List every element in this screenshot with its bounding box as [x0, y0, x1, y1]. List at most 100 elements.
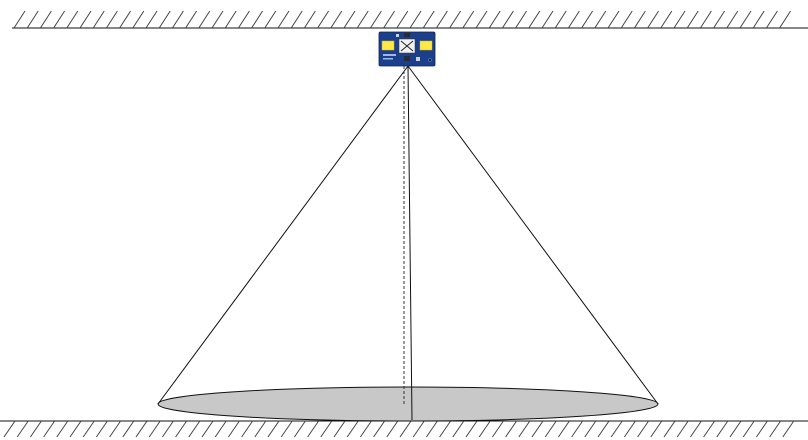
ceiling-hatch-mark [132, 10, 145, 29]
floor-hatch-mark [597, 420, 610, 438]
floor-hatch-mark [729, 420, 742, 438]
ceiling-hatch-mark [237, 10, 250, 29]
ceiling-hatch-mark [462, 10, 475, 29]
ceiling-hatch-mark [660, 10, 673, 29]
ceiling-hatch-mark [554, 10, 567, 29]
floor-hatch-mark [293, 420, 306, 438]
cone-left-edge [157, 65, 409, 405]
board-component-small-right [416, 57, 420, 61]
ceiling-hatch-mark [581, 10, 594, 29]
floor-hatch-mark [676, 420, 689, 438]
floor-hatch-mark [267, 420, 280, 438]
ceiling-hatch-mark [264, 10, 277, 29]
floor-hatch-mark [478, 420, 491, 438]
ceiling-hatch-mark [515, 10, 528, 29]
ceiling-hatch-mark [409, 10, 422, 29]
floor-hatch-mark [703, 420, 716, 438]
ceiling-hatch-mark [673, 10, 686, 29]
ceiling-hatch-mark [686, 10, 699, 29]
ceiling-hatch-mark [752, 10, 765, 29]
floor-hatch-mark [109, 420, 122, 438]
floor-hatch-mark [333, 420, 346, 438]
ceiling-hatch-mark [713, 10, 726, 29]
floor-hatch-mark [650, 420, 663, 438]
floor-hatch-mark [82, 420, 95, 438]
floor-hatch-mark [16, 420, 29, 438]
ceiling-hatch-mark [435, 10, 448, 29]
ceiling-hatch-mark [211, 10, 224, 29]
ceiling-hatch-mark [541, 10, 554, 29]
ceiling-hatch-mark [39, 10, 52, 29]
floor-hatch-mark [491, 420, 504, 438]
ceiling-hatch-mark [158, 10, 171, 29]
ceiling-hatch-mark [198, 10, 211, 29]
ceiling-hatch-mark [765, 10, 778, 29]
ceiling-hatch-mark [343, 10, 356, 29]
floor-hatch-mark [307, 420, 320, 438]
ceiling-hatch-mark [369, 10, 382, 29]
floor-hatch [3, 420, 795, 438]
ceiling-hatch [13, 10, 792, 29]
ceiling-hatch-mark [26, 10, 39, 29]
floor-hatch-mark [201, 420, 214, 438]
center-axis-solid [407, 65, 413, 421]
floor-hatch-mark [755, 420, 768, 438]
ceiling-hatch-mark [475, 10, 488, 29]
board-led-right [419, 40, 433, 51]
ceiling-hatch-mark [422, 10, 435, 29]
coverage-ellipse [157, 386, 659, 422]
cone-right-edge [407, 65, 659, 405]
ceiling-hatch-mark [567, 10, 580, 29]
floor-hatch-mark [320, 420, 333, 438]
ceiling-hatch-mark [647, 10, 660, 29]
ceiling-hatch-mark [396, 10, 409, 29]
floor-hatch-mark [571, 420, 584, 438]
detection-cone [157, 65, 659, 405]
ceiling-hatch-mark [185, 10, 198, 29]
ceiling-hatch-mark [607, 10, 620, 29]
floor-hatch-mark [518, 420, 531, 438]
ceiling-hatch-mark [251, 10, 264, 29]
ceiling-hatch-mark [92, 10, 105, 29]
ceiling-hatch-mark [528, 10, 541, 29]
floor-hatch-mark [742, 420, 755, 438]
floor-hatch-mark [716, 420, 729, 438]
ceiling-hatch-mark [277, 10, 290, 29]
floor-hatch-mark [505, 420, 518, 438]
board-component-top [404, 33, 410, 37]
floor [0, 420, 808, 438]
floor-hatch-mark [623, 420, 636, 438]
ceiling-hatch-mark [699, 10, 712, 29]
board-component-bottom [404, 56, 410, 61]
board-marking-left [383, 54, 396, 56]
floor-hatch-mark [148, 420, 161, 438]
ceiling-hatch-mark [488, 10, 501, 29]
ceiling-hatch-mark [501, 10, 514, 29]
floor-hatch-mark [663, 420, 676, 438]
floor-hatch-mark [346, 420, 359, 438]
floor-hatch-mark [175, 420, 188, 438]
ceiling-hatch-mark [145, 10, 158, 29]
ceiling-hatch-mark [779, 10, 792, 29]
floor-hatch-mark [29, 420, 42, 438]
ceiling-hatch-mark [620, 10, 633, 29]
floor-hatch-mark [95, 420, 108, 438]
ceiling-hatch-mark [66, 10, 79, 29]
floor-hatch-mark [188, 420, 201, 438]
floor-hatch-mark [214, 420, 227, 438]
floor-hatch-mark [452, 420, 465, 438]
ceiling-hatch-mark [383, 10, 396, 29]
floor-hatch-mark [412, 420, 425, 438]
ceiling-hatch-mark [105, 10, 118, 29]
floor-hatch-mark [465, 420, 478, 438]
floor-hatch-mark [637, 420, 650, 438]
ceiling-hatch-mark [633, 10, 646, 29]
floor-hatch-mark [557, 420, 570, 438]
floor-hatch-mark [769, 420, 782, 438]
floor-hatch-mark [689, 420, 702, 438]
ceiling-hatch-mark [739, 10, 752, 29]
ceiling [12, 10, 808, 29]
floor-hatch-mark [782, 420, 795, 438]
board-mount-hole [428, 58, 432, 62]
